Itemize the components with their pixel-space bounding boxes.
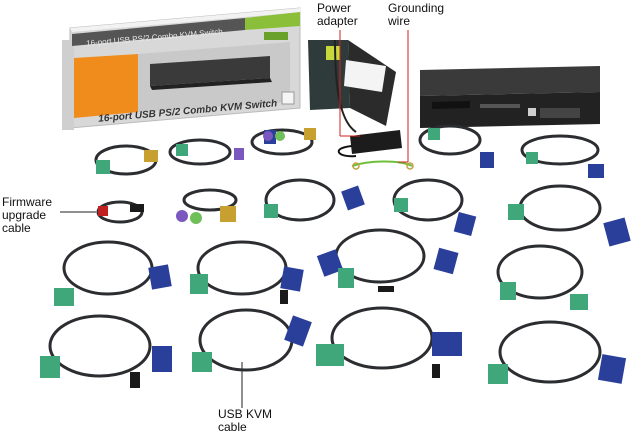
label-power-adapter: Power adapter bbox=[317, 1, 358, 28]
label-firmware-upgrade-cable: Firmware upgrade cable bbox=[2, 195, 52, 235]
power-adapter bbox=[334, 39, 402, 158]
callout-lines bbox=[60, 30, 409, 408]
label-usb-kvm-cable: USB KVM cable bbox=[218, 407, 273, 434]
connectors bbox=[40, 128, 631, 388]
kvm-switch-unit bbox=[420, 66, 600, 128]
retail-box bbox=[62, 7, 302, 130]
label-grounding-wire: Grounding wire bbox=[388, 1, 445, 28]
grounding-wire bbox=[351, 160, 414, 170]
manual-and-cd bbox=[308, 40, 396, 126]
